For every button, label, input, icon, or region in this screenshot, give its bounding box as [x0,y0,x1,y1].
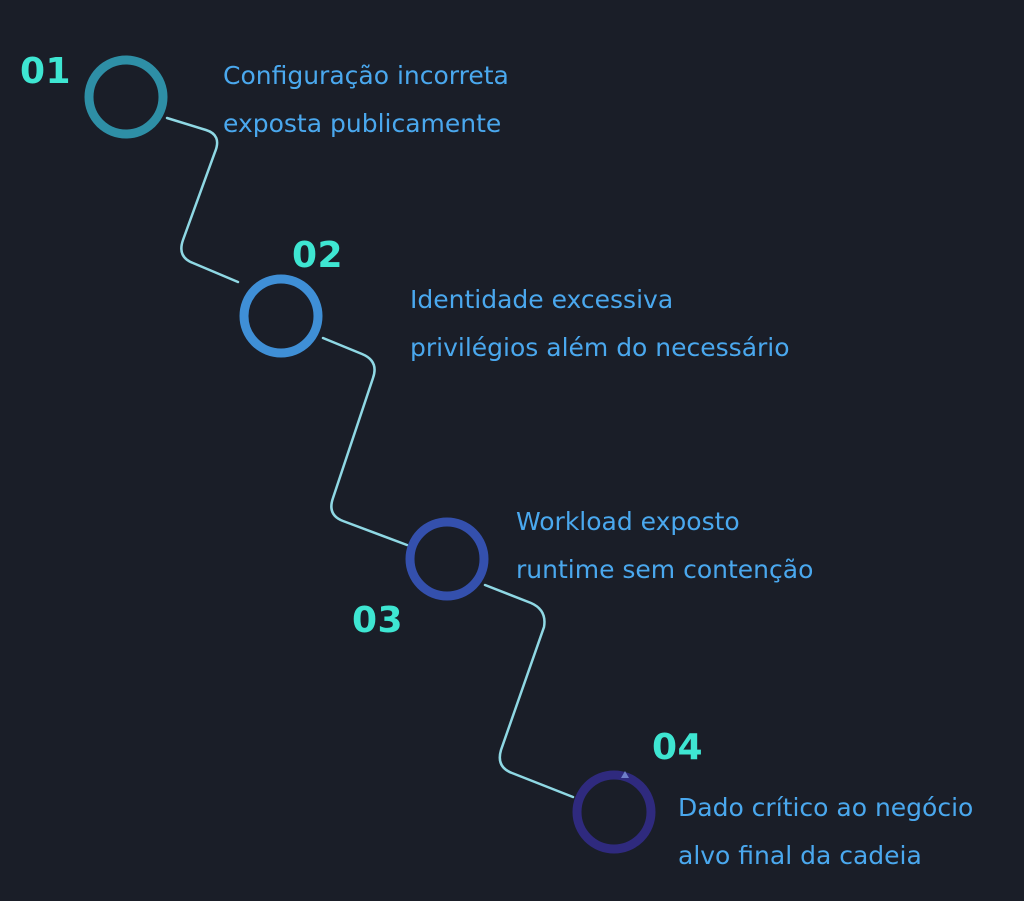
step-4-subtitle: alvo final da cadeia [678,841,922,870]
step-4-number: 04 [652,727,704,768]
step-3-title: Workload exposto [516,507,740,536]
step-1-ring [84,55,168,139]
step-1-label: Configuração incorreta exposta publicame… [223,52,509,148]
step-2-ring [239,274,323,358]
connector-1-2 [165,116,240,284]
step-1-number: 01 [20,51,72,92]
step-4-title: Dado crítico ao negócio [678,793,974,822]
connector-2-3 [321,336,409,547]
step-4-ring [572,770,656,854]
step-2-subtitle: privilégios além do necessário [410,333,790,362]
step-3-label: Workload exposto runtime sem contenção [516,498,813,594]
step-2-title: Identidade excessiva [410,285,674,314]
step-4-label: Dado crítico ao negócio alvo final da ca… [678,784,973,880]
connector-3-4 [483,583,575,799]
step-1-title: Configuração incorreta [223,61,509,90]
step-1-subtitle: exposta publicamente [223,109,502,138]
step-4-ring-marker [621,771,629,778]
step-2-label: Identidade excessiva privilégios além do… [410,276,790,372]
step-3-number: 03 [352,600,404,641]
step-2-number: 02 [292,235,344,276]
step-3-ring [405,517,489,601]
step-3-subtitle: runtime sem contenção [516,555,814,584]
